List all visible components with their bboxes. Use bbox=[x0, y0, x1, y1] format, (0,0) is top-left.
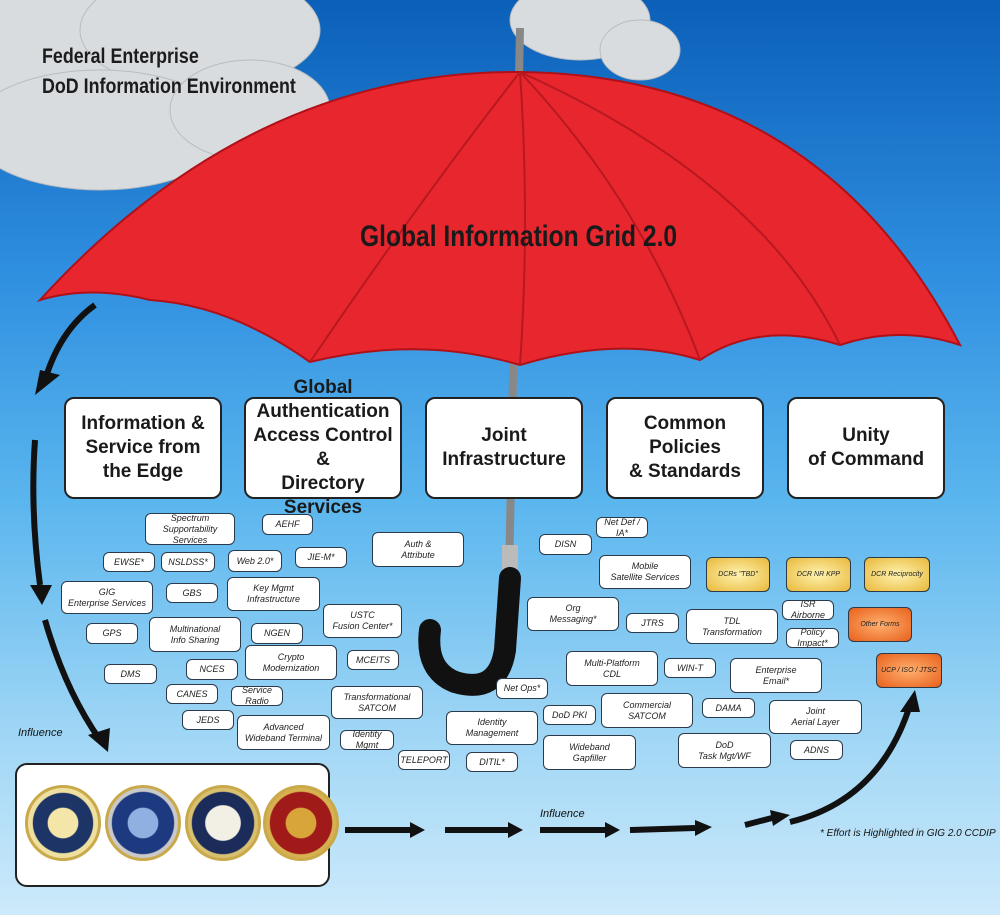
program-box: JTRS bbox=[626, 613, 679, 633]
program-box: NGEN bbox=[251, 623, 303, 644]
program-box: DoD Task Mgt/WF bbox=[678, 733, 771, 768]
program-box: CANES bbox=[166, 684, 218, 704]
cloud-icon bbox=[0, 0, 681, 191]
program-box: ISR Airborne bbox=[782, 599, 834, 620]
umbrella-title: Global Information Grid 2.0 bbox=[360, 220, 678, 253]
program-box: DCR Reciprocity bbox=[864, 557, 930, 592]
program-box: Other Forms bbox=[848, 607, 912, 642]
air-force-seal-icon bbox=[105, 785, 181, 861]
service-seals-panel bbox=[15, 763, 339, 887]
program-box: ADNS bbox=[790, 740, 843, 760]
program-box: DITIL* bbox=[466, 752, 518, 772]
program-box: DAMA bbox=[702, 698, 755, 718]
influence-label: Influence bbox=[18, 727, 63, 739]
program-box: WIN-T bbox=[664, 658, 716, 678]
program-box: Service Radio bbox=[231, 685, 283, 706]
program-box: Net Def / IA* bbox=[596, 517, 648, 538]
program-box: Net Ops* bbox=[496, 678, 548, 699]
pillar-box: Joint Infrastructure bbox=[425, 397, 583, 499]
program-box: Key Mgmt Infrastructure bbox=[227, 577, 320, 611]
program-box: GIG Enterprise Services bbox=[61, 581, 153, 614]
program-box: DISN bbox=[539, 534, 592, 555]
program-box: Auth & Attribute bbox=[372, 532, 464, 567]
program-box: Joint Aerial Layer bbox=[769, 700, 862, 734]
umbrella-handle bbox=[418, 567, 521, 696]
program-box: USTC Fusion Center* bbox=[323, 604, 402, 638]
program-box: Enterprise Email* bbox=[730, 658, 822, 693]
program-box: Advanced Wideband Terminal bbox=[237, 715, 330, 750]
program-box: UCP / ISO / JTSC bbox=[876, 653, 942, 688]
header-line-2: DoD Information Environment bbox=[42, 75, 296, 98]
program-box: Commercial SATCOM bbox=[601, 693, 693, 728]
program-box: JEDS bbox=[182, 710, 234, 730]
umbrella-canopy bbox=[36, 70, 963, 367]
program-box: TDL Transformation bbox=[686, 609, 778, 644]
program-box: GBS bbox=[166, 583, 218, 603]
influence-arrows bbox=[30, 302, 913, 833]
influence-label: Influence bbox=[540, 808, 585, 820]
pillar-box: Unity of Command bbox=[787, 397, 945, 499]
program-box: Wideband Gapfiller bbox=[543, 735, 636, 770]
program-box: TELEPORT bbox=[398, 750, 450, 770]
arrowheads bbox=[30, 370, 920, 838]
program-box: Mobile Satellite Services bbox=[599, 555, 691, 589]
footnote: * Effort is Highlighted in GIG 2.0 CCDIP bbox=[820, 828, 996, 839]
navy-seal-icon bbox=[185, 785, 261, 861]
program-box: Transformational SATCOM bbox=[331, 686, 423, 719]
pillar-box: Common Policies & Standards bbox=[606, 397, 764, 499]
program-box: NCES bbox=[186, 659, 238, 680]
pillar-box: Global Authentication Access Control & D… bbox=[244, 377, 402, 518]
program-box: AEHF bbox=[262, 514, 313, 535]
army-seal-icon bbox=[25, 785, 101, 861]
marine-corps-seal-icon bbox=[263, 785, 339, 861]
pillar-box: Information & Service from the Edge bbox=[64, 397, 222, 499]
program-box: Multi-Platform CDL bbox=[566, 651, 658, 686]
program-box: JIE-M* bbox=[295, 547, 347, 568]
program-box: Org Messaging* bbox=[527, 597, 619, 631]
program-box: EWSE* bbox=[103, 552, 155, 572]
program-box: DoD PKI bbox=[543, 705, 596, 725]
program-box: DMS bbox=[104, 664, 157, 684]
program-box: Policy Impact* bbox=[786, 627, 839, 648]
header-line-1: Federal Enterprise bbox=[42, 45, 199, 68]
program-box: DCRs "TBD" bbox=[706, 557, 770, 592]
program-box: GPS bbox=[86, 623, 138, 644]
program-box: Crypto Modernization bbox=[245, 645, 337, 680]
program-box: Web 2.0* bbox=[228, 550, 282, 572]
program-box: Spectrum Supportability Services bbox=[145, 513, 235, 545]
program-box: DCR NR KPP bbox=[786, 557, 851, 592]
program-box: MCEITS bbox=[347, 650, 399, 670]
program-box: Multinational Info Sharing bbox=[149, 617, 241, 652]
program-box: NSLDSS* bbox=[161, 552, 215, 572]
program-box: Identity Mgmt bbox=[340, 729, 394, 750]
program-box: Identity Management bbox=[446, 711, 538, 745]
